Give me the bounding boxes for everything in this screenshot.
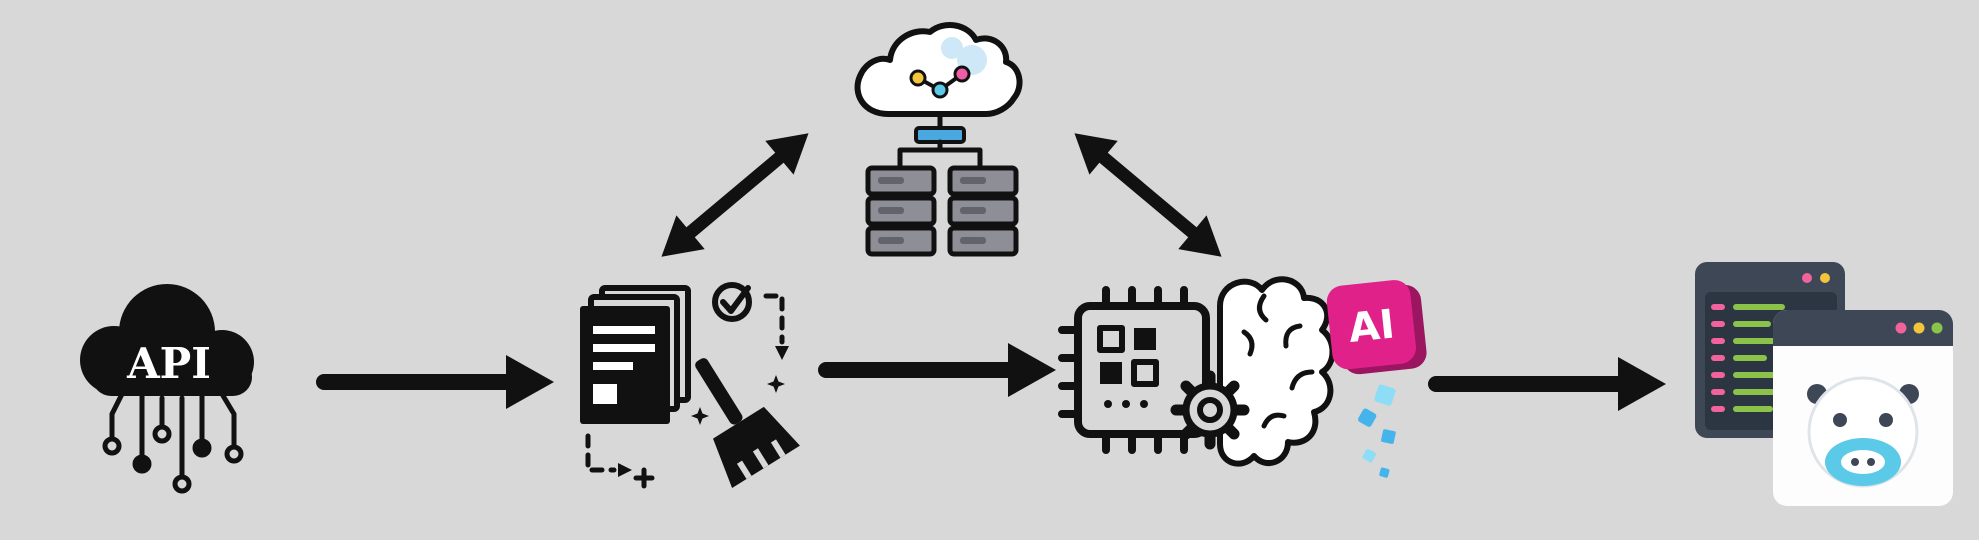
double-arrow-cloud-ai (1074, 133, 1222, 257)
dashboard-robot-icon (1695, 262, 1953, 506)
ai-badge-face (1326, 280, 1416, 370)
window-dot-yellow (1820, 273, 1830, 283)
window-dot-green (1931, 322, 1943, 334)
front-window-header (1773, 310, 1953, 346)
documents-cleaning-icon (580, 282, 800, 489)
api-label: API (126, 339, 211, 388)
arrowhead-icon (1074, 133, 1118, 175)
arrowhead-icon (661, 215, 705, 257)
chip-brain-icon (1058, 276, 1336, 467)
api-cloud-shape (80, 284, 254, 396)
server-stack-left (865, 165, 937, 257)
robot-snout (1841, 450, 1885, 474)
confetti-squares (1358, 384, 1396, 478)
arrowhead-icon (1178, 215, 1222, 257)
arrow-api-to-cleaning (316, 355, 554, 409)
small-arrow-down-icon (775, 346, 789, 360)
circuit-traces-icon (102, 391, 244, 494)
document-stack-icon (580, 285, 691, 424)
robot-eye-left (1833, 413, 1847, 427)
sparkle-plus-icon (633, 467, 655, 489)
arrowhead-icon (765, 133, 809, 175)
robot-face-icon (1807, 376, 1919, 488)
network-nodes-icon (909, 65, 971, 99)
arrowhead-icon (1618, 357, 1666, 411)
brain-outline (1217, 276, 1336, 467)
window-dot-pink (1802, 273, 1812, 283)
window-dot-pink (1895, 322, 1907, 334)
cloud-server-icon (854, 22, 1023, 257)
sparkle-icon (691, 407, 709, 425)
robot-nostril (1851, 458, 1859, 466)
front-window (1773, 310, 1953, 506)
sparkle-icon (767, 375, 785, 393)
gear-icon (1170, 370, 1250, 450)
check-circle-icon (712, 282, 752, 322)
api-cloud-icon: API (80, 284, 254, 494)
server-stack-right (947, 165, 1019, 257)
ai-badge-icon: AI (1326, 280, 1427, 478)
double-arrow-cleaning-cloud (661, 133, 809, 257)
chip-icon (1058, 286, 1210, 454)
ai-badge-label: AI (1346, 301, 1396, 352)
cloud-puff (941, 37, 963, 59)
robot-eye-right (1879, 413, 1893, 427)
arrowhead-icon (506, 355, 554, 409)
window-dot-yellow (1913, 322, 1925, 334)
arrowhead-icon (1008, 343, 1056, 397)
brain-folds (1241, 293, 1315, 429)
server-links (897, 139, 983, 171)
broom-icon (695, 358, 800, 489)
robot-nostril (1867, 458, 1875, 466)
dashed-connectors (585, 293, 785, 473)
small-arrow-right-icon (618, 463, 632, 477)
arrow-cleaning-to-ai (818, 343, 1056, 397)
arrow-ai-to-dashboard (1428, 357, 1666, 411)
